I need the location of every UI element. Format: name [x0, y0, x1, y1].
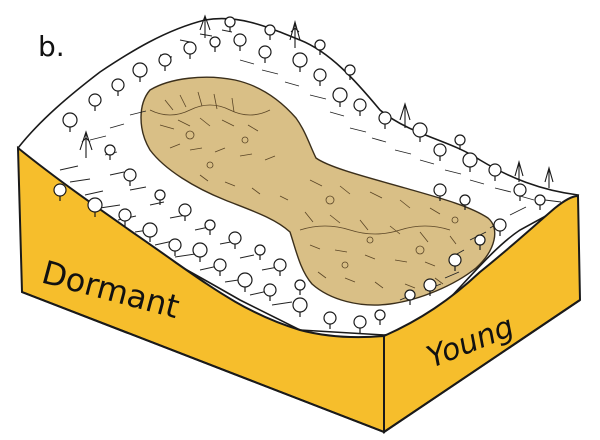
panel-label: b.	[38, 30, 65, 63]
conifer-icon	[545, 168, 553, 188]
